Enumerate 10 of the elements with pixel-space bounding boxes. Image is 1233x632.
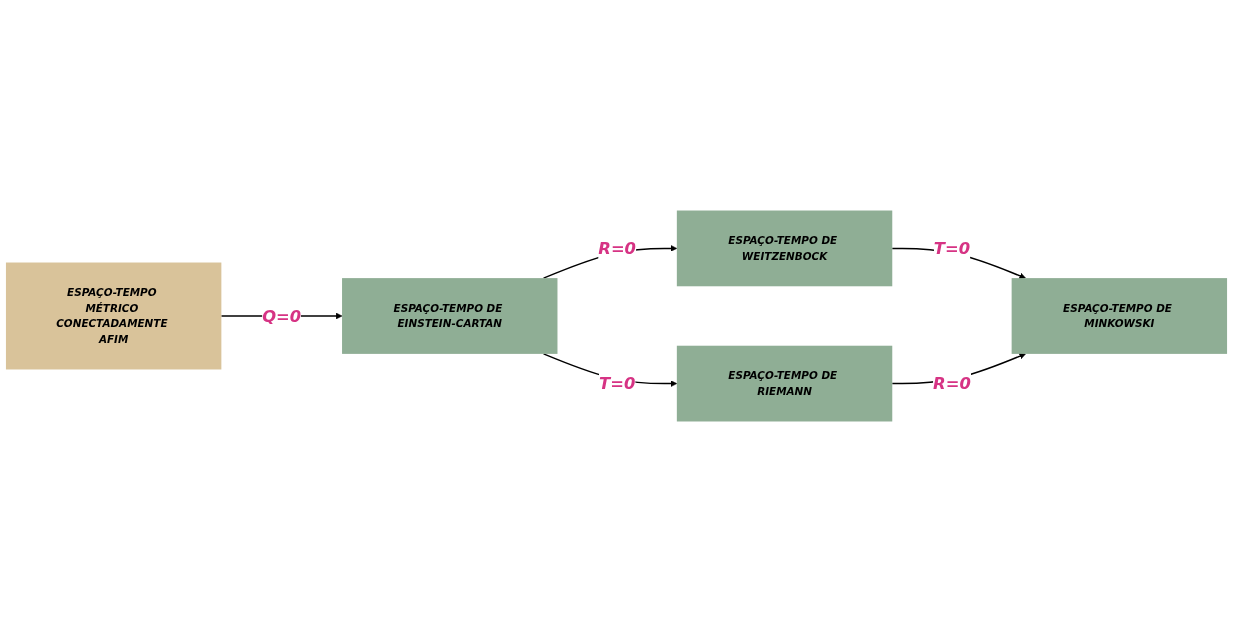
node-box: ESPAÇO-TEMPO MÉTRICO CONECTADAMENTE AFIM: [5, 262, 222, 370]
edge-label: T=0: [933, 239, 971, 258]
node-box: ESPAÇO-TEMPO DE WEITZENBOCK: [676, 210, 893, 287]
node-box: ESPAÇO-TEMPO DE EINSTEIN-CARTAN: [342, 278, 558, 354]
node-box: ESPAÇO-TEMPO DE RIEMANN: [676, 345, 893, 422]
edge-label: T=0: [599, 374, 636, 393]
edge-label: R=0: [933, 374, 971, 393]
edge-label: R=0: [598, 239, 636, 258]
edge-label: Q=0: [262, 306, 302, 326]
node-box: ESPAÇO-TEMPO DE MINKOWSKI: [1011, 278, 1228, 354]
